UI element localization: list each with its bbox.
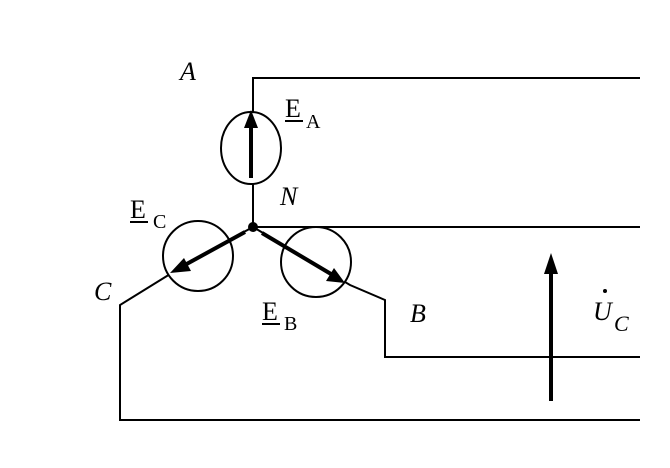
emf-a-arrowhead — [244, 110, 258, 128]
voltage-c-subscript: C — [614, 311, 629, 336]
emf-b-symbol: E — [262, 297, 278, 326]
emf-a-subscript: A — [306, 111, 321, 133]
voltage-c-dot — [603, 289, 607, 293]
phase-a-line — [252, 77, 640, 227]
voltage-c-symbol: U — [593, 297, 614, 326]
voltage-c-arrowhead — [544, 253, 558, 274]
node-b-label: B — [410, 299, 426, 328]
emf-a-symbol: E — [285, 94, 301, 123]
node-c-label: C — [94, 277, 112, 306]
emf-c-symbol: E — [130, 195, 146, 224]
emf-c-subscript: C — [153, 211, 166, 233]
neutral-node-dot — [248, 222, 258, 232]
emf-b-arrow — [260, 231, 333, 276]
emf-c-arrowhead — [170, 258, 191, 273]
emf-b-subscript: B — [284, 313, 297, 335]
node-n-label: N — [279, 182, 299, 211]
generator-b-circle — [280, 226, 352, 298]
node-a-label: A — [178, 57, 196, 86]
emf-c-arrow — [182, 230, 246, 268]
emf-b-arrowhead — [326, 268, 345, 283]
